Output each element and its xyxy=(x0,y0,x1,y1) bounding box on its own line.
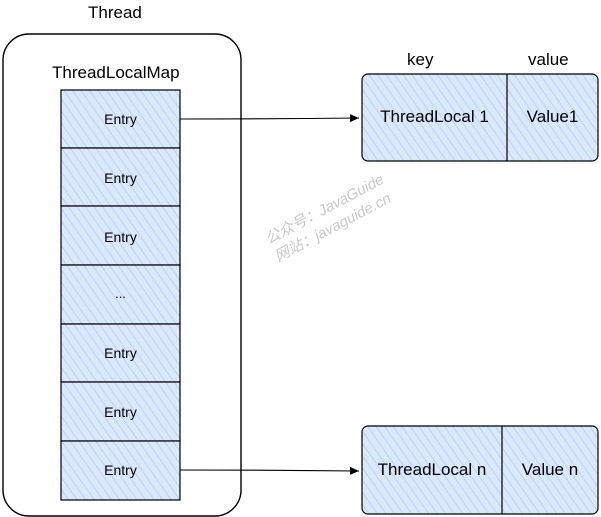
pair-1-value: Value1 xyxy=(526,107,579,126)
pair-box-2 xyxy=(361,425,599,515)
map-title: ThreadLocalMap xyxy=(52,63,180,82)
thread-title: Thread xyxy=(88,3,142,22)
entry-label-6: Entry xyxy=(104,404,137,420)
entry-label-2: Entry xyxy=(104,170,137,186)
arrow-entry-to-pair-1 xyxy=(179,114,360,123)
pair-2-value: Value n xyxy=(521,460,579,479)
entry-cell-6 xyxy=(60,381,181,442)
pair-1-key: ThreadLocal 1 xyxy=(380,107,489,126)
entry-cell-2 xyxy=(60,147,181,207)
pair-box-1 xyxy=(361,73,599,162)
entry-label-3: Entry xyxy=(104,229,137,245)
value-header: value xyxy=(528,50,569,69)
entry-label-1: Entry xyxy=(104,111,137,127)
entry-column xyxy=(60,89,181,501)
entry-cell-3 xyxy=(60,205,181,266)
thread-container xyxy=(2,33,242,517)
entry-label-5: Entry xyxy=(104,345,137,361)
arrow-entry-to-pair-2 xyxy=(179,466,360,475)
entry-cell-7 xyxy=(60,440,181,501)
pair-2-key: ThreadLocal n xyxy=(377,460,487,479)
entry-label-4: ... xyxy=(115,286,126,301)
entry-cell-4 xyxy=(60,264,181,325)
entry-label-7: Entry xyxy=(104,462,137,478)
key-header: key xyxy=(407,50,434,69)
